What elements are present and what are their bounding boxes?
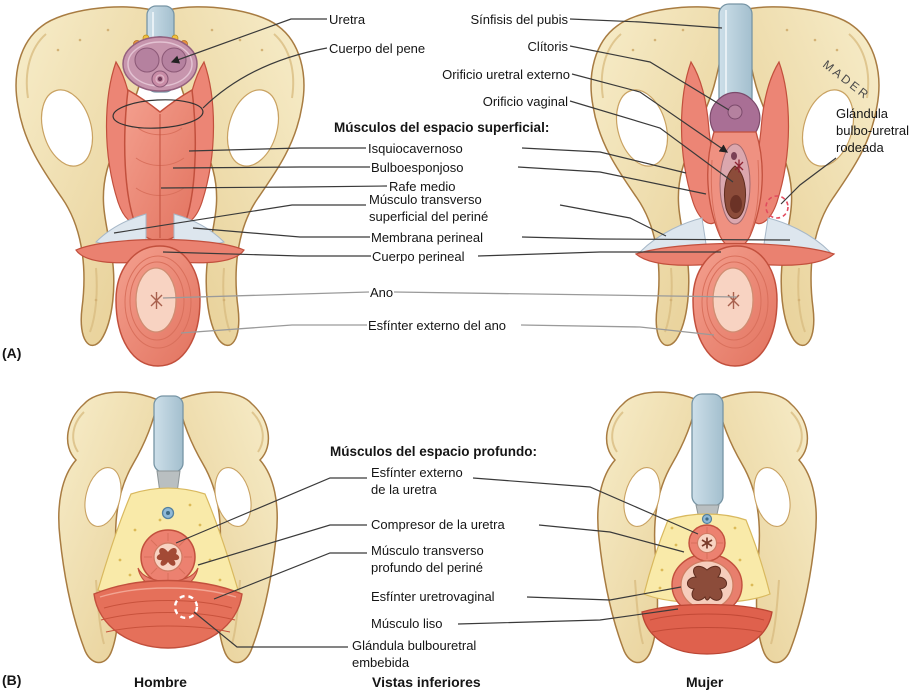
urethra-lumen (157, 76, 163, 82)
penis-cross-section (122, 36, 198, 92)
label-orificio-uretral-externo: Orificio uretral externo (442, 67, 570, 82)
panel-a-tag: (A) (2, 345, 22, 361)
anal-sphincter-male (115, 245, 201, 367)
panel-b-male-illustration (57, 391, 279, 664)
label-musculo-transverso-superficial: Músculo transverso superficial del perin… (369, 192, 489, 224)
label-esfinter-externo-del-ano: Esfínter externo del ano (368, 318, 507, 333)
label-cuerpo-del-pene: Cuerpo del pene (329, 41, 426, 56)
label-rafe-medio: Rafe medio (389, 179, 456, 194)
label-isquiocavernoso: Isquiocavernoso (368, 141, 463, 156)
urethra-lumen-male-b (156, 547, 180, 566)
panel-a-female-illustration: MADER (590, 3, 880, 367)
clitoris (709, 91, 761, 141)
label-musculo-transverso-profundo: Músculo transverso profundo del periné (371, 543, 484, 575)
label-glandula-bulbouretral-embebida: Glándula bulbouretral embebida (352, 638, 477, 670)
deep-transverse-perineal-male (93, 579, 243, 649)
caption-hombre: Hombre (134, 674, 187, 690)
smooth-muscle-female (641, 603, 773, 655)
label-bulboesponjoso: Bulboesponjoso (371, 160, 464, 175)
label-musculo-liso: Músculo liso (371, 616, 443, 631)
leader-cuerpo-del-pene (202, 47, 328, 109)
panel-b-female-illustration (596, 391, 818, 664)
label-clitoris: Clítoris (527, 39, 568, 54)
urethral-sphincter-female (688, 524, 726, 562)
label-cuerpo-perineal: Cuerpo perineal (372, 249, 465, 264)
leader-uretra (170, 18, 327, 64)
label-ano: Ano (370, 285, 394, 300)
label-orificio-vaginal: Orificio vaginal (482, 94, 568, 109)
label-glandula-bulbouretral-rodeada: Glándula bulbo-uretral rodeada (836, 106, 909, 155)
label-esfinter-externo-de-la-uretra: Esfínter externo de la uretra (371, 465, 463, 497)
header-espacio-superficial: Músculos del espacio superficial: (334, 120, 550, 135)
anal-sphincter-female (692, 245, 778, 367)
label-uretra: Uretra (329, 12, 366, 27)
pubic-symphysis-male-b (153, 395, 184, 473)
vestibule-female (707, 131, 763, 249)
leader-orificio-uretral (571, 73, 729, 153)
panel-b-tag: (B) (2, 672, 22, 688)
vaginal-opening-female-b (680, 560, 734, 610)
leader-glandula-rodeada (780, 157, 837, 205)
label-membrana-perineal: Membrana perineal (371, 230, 484, 245)
header-espacio-profundo: Músculos del espacio profundo: (330, 444, 538, 459)
panel-a-male-illustration (15, 5, 305, 367)
pubic-symphysis-female-b (691, 393, 724, 507)
caption-mujer: Mujer (686, 674, 724, 690)
urethral-orifice (731, 152, 737, 160)
embedded-gland-dashed-circle (173, 594, 199, 620)
label-esfinter-uretrovaginal: Esfínter uretrovaginal (371, 589, 495, 604)
label-sinfisis-del-pubis: Sínfisis del pubis (470, 12, 568, 27)
label-compresor-de-la-uretra: Compresor de la uretra (371, 517, 505, 532)
cuerpo-del-pene-callout-loop (112, 99, 204, 129)
leader-lines (113, 18, 837, 648)
asterisk-mark (734, 159, 744, 173)
caption-vistas-inferiores: Vistas inferiores (372, 674, 481, 690)
urethral-sphincter-male (140, 529, 196, 585)
bulbourethral-gland-dashed-circle (765, 195, 789, 219)
gray-leader-lines (162, 291, 738, 336)
